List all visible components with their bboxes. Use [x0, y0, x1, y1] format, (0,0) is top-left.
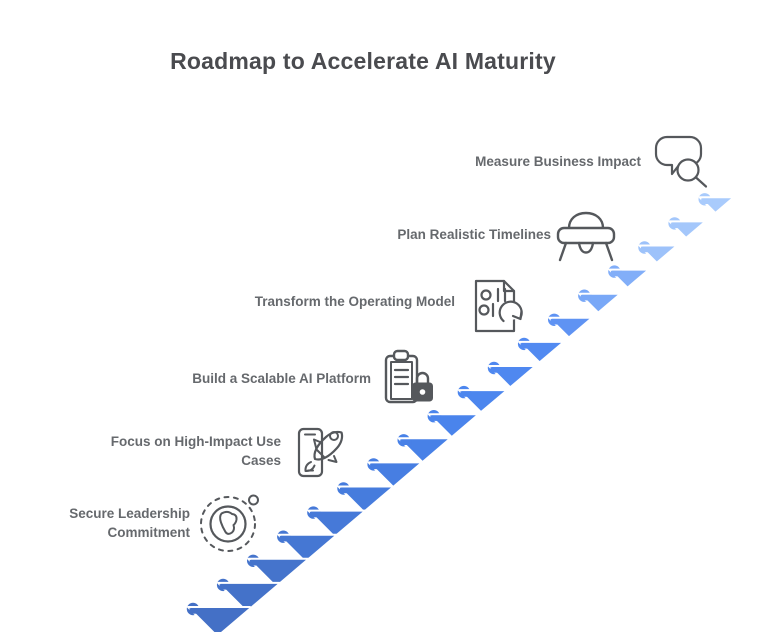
stage-label-focus-use-cases: Focus on High-Impact Use Cases: [110, 434, 281, 469]
person-desk-icon: [552, 200, 618, 262]
stage-label-plan-timelines: Plan Realistic Timelines: [397, 227, 551, 242]
stage-label-measure-impact: Measure Business Impact: [475, 154, 641, 169]
speech-bubble-magnifier-icon: [648, 125, 712, 191]
stage-label-transform-model: Transform the Operating Model: [254, 294, 455, 309]
globe-icon: [198, 491, 260, 557]
clipboard-lock-icon: [383, 349, 437, 407]
stage-label-build-platform: Build a Scalable AI Platform: [192, 371, 371, 386]
stage-label-secure-leadership: Secure Leadership Commitment: [69, 506, 190, 541]
phone-rocket-icon: [294, 424, 356, 482]
document-refresh-icon: [472, 277, 530, 334]
page-title: Roadmap to Accelerate AI Maturity: [170, 48, 556, 74]
